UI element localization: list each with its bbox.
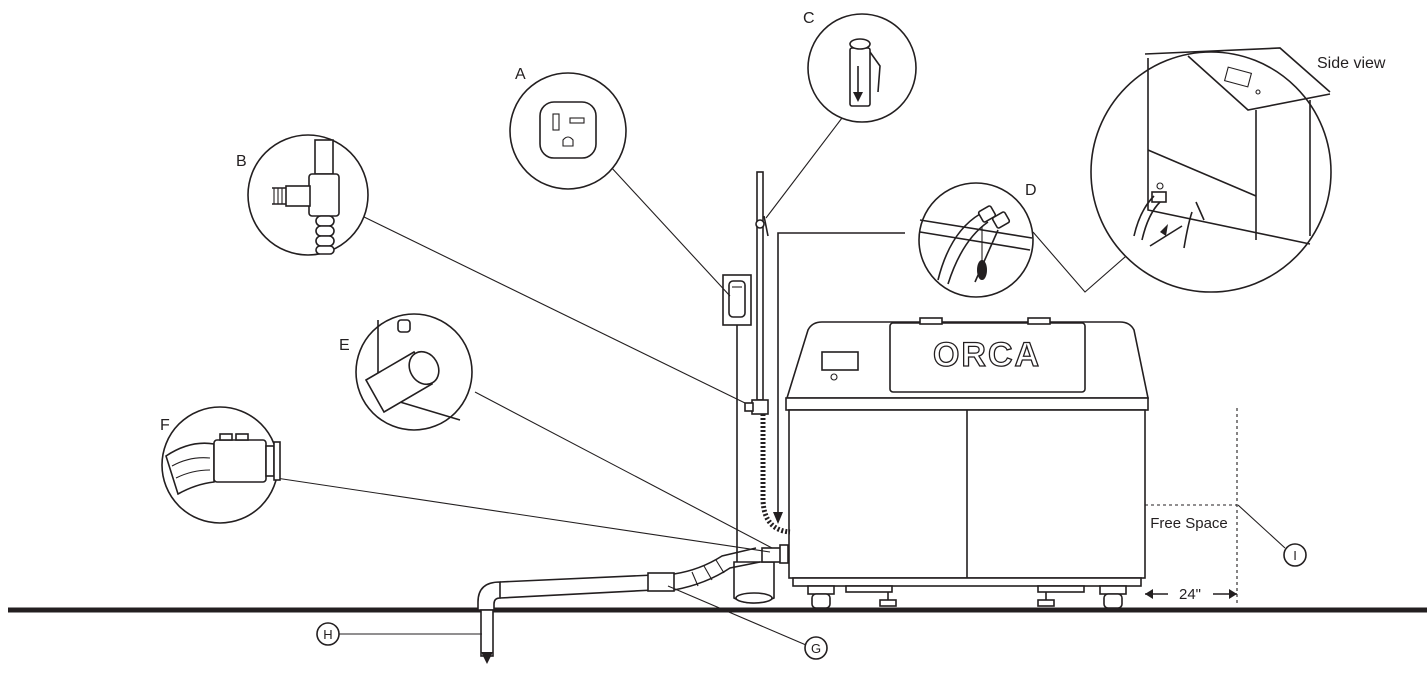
machine-base [792, 577, 1142, 587]
drain-hose [477, 547, 761, 664]
wall-plumbing [722, 171, 905, 604]
detail-side-view [1090, 47, 1332, 293]
callout-label-e: E [339, 337, 350, 354]
callout-label-f: F [160, 417, 170, 434]
power-cord [736, 325, 742, 566]
callout-label-d: D [1025, 182, 1037, 199]
machine-lid [889, 322, 1086, 393]
clearance-label: 24" [1179, 586, 1201, 603]
shutoff-valve [755, 219, 765, 229]
drain-line-arrow [777, 232, 905, 520]
callout-label-i: I [1293, 548, 1297, 563]
clearance-dimension [1145, 408, 1238, 604]
free-space-label: Free Space [1150, 515, 1228, 532]
caster-right [1099, 585, 1127, 609]
orca-machine: ORCA [785, 317, 1149, 609]
control-screen [821, 351, 859, 371]
floor-drain-elbow [477, 581, 501, 611]
lid-tab-left [919, 317, 943, 325]
leveling-foot-left [845, 585, 897, 607]
brand-label: ORCA [933, 336, 1041, 374]
callout-label-b: B [236, 153, 247, 170]
callout-label-h: H [323, 627, 332, 642]
side-view-label: Side view [1317, 55, 1386, 72]
callout-circle-g [804, 636, 828, 660]
caster-left [807, 585, 835, 609]
water-tee [751, 399, 769, 415]
water-riser-pipe [756, 171, 764, 401]
control-button [830, 373, 838, 381]
detail-f-connector [161, 406, 281, 524]
callout-label-g: G [811, 641, 821, 656]
detail-b-tee [247, 134, 369, 256]
detail-c-valve [807, 13, 917, 123]
drain-coupler [647, 572, 675, 592]
leader-lines [275, 117, 1286, 646]
callout-label-a: A [515, 66, 526, 83]
detail-a-outlet [509, 72, 627, 190]
floor-drain-pipe [480, 609, 494, 657]
callout-circle-i [1283, 543, 1307, 567]
callout-circle-h [316, 622, 340, 646]
detail-e-drain-stub [355, 313, 473, 431]
leveling-foot-right [1037, 585, 1085, 607]
callout-label-c: C [803, 10, 815, 27]
machine-band [785, 397, 1149, 411]
detail-d-hoses [918, 182, 1034, 298]
lid-tab-right [1027, 317, 1051, 325]
